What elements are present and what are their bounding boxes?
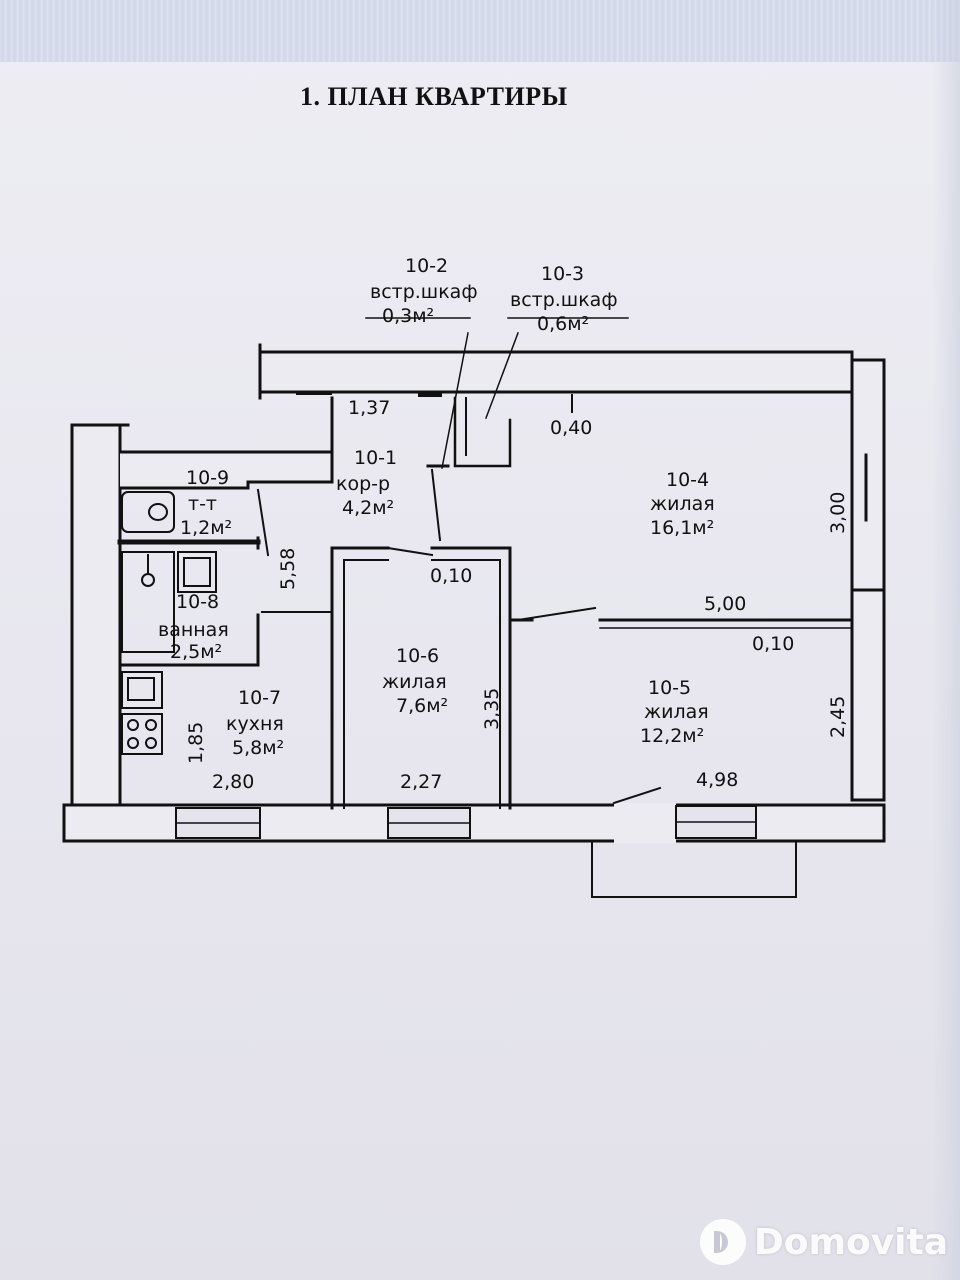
room-10-1-name: кор-р [336,473,390,495]
right-wall-upper [850,358,886,592]
closets [453,396,512,468]
left-wall [70,423,122,807]
wall-10-9-top [118,450,334,490]
dim-3-00: 3,00 [827,492,849,534]
document-title: 1. ПЛАН КВАРТИРЫ [300,82,568,111]
room-10-5-name: жилая [644,701,709,723]
room-10-8-name: ванная [158,619,229,641]
dim-0-10-a: 0,10 [430,565,472,587]
dim-5-58: 5,58 [277,548,299,590]
bathtub-icon [121,551,175,653]
room-10-1-id: 10-1 [354,447,397,469]
wall-10-6-left [330,546,390,810]
watermark-text: Domovita [753,1221,948,1263]
dim-0-10-b: 0,10 [752,633,794,655]
dim-2-45: 2,45 [827,696,849,738]
room-10-1-area: 4,2м² [342,497,394,519]
toilet-icon [121,491,175,533]
room-10-9-name: т-т [188,493,217,515]
room-10-3-id: 10-3 [541,263,584,285]
room-10-6-id: 10-6 [396,645,439,667]
room-10-4-name: жилая [650,493,715,515]
room-10-6-area: 7,6м² [396,695,448,717]
room-10-6-name: жилая [382,671,447,693]
domovita-logo-icon [699,1219,746,1265]
room-10-2-name: встр.шкаф [370,281,478,303]
dim-4-98: 4,98 [696,769,738,791]
room-10-8-id: 10-8 [176,591,219,613]
dim-2-80: 2,80 [212,771,254,793]
room-10-3-name: встр.шкаф [510,289,618,311]
dim-3-35: 3,35 [481,688,503,730]
room-10-7-name: кухня [226,713,284,735]
room-10-7-id: 10-7 [238,687,281,709]
room-10-9-area: 1,2м² [180,517,232,539]
room-10-4-id: 10-4 [666,469,709,491]
room-10-9-id: 10-9 [186,467,229,489]
kitchen-sink-icon [121,671,163,709]
room-10-5-area: 12,2м² [640,725,704,747]
watermark: Domovita [699,1212,948,1272]
dim-5-00: 5,00 [704,593,746,615]
top-wall [258,350,854,394]
dim-1-85: 1,85 [185,722,207,764]
dim-0-40: 0,40 [550,417,592,439]
wall-10-6-right [430,546,512,810]
dim-1-37: 1,37 [348,397,390,419]
room-10-7-area: 5,8м² [232,737,284,759]
decorative-border [0,0,960,62]
stove-icon [121,713,163,755]
room-10-8-area: 2,5м² [170,641,222,663]
right-wall-lower [850,588,886,802]
room-10-2-id: 10-2 [405,255,448,277]
room-10-2-area: 0,3м² [382,305,434,327]
balcony [591,840,797,898]
sink-icon [177,551,217,593]
room-10-5-id: 10-5 [648,677,691,699]
room-10-3-area: 0,6м² [537,313,589,335]
room-10-4-area: 16,1м² [650,517,714,539]
dim-2-27: 2,27 [400,771,442,793]
decorative-border-right [932,0,960,1280]
